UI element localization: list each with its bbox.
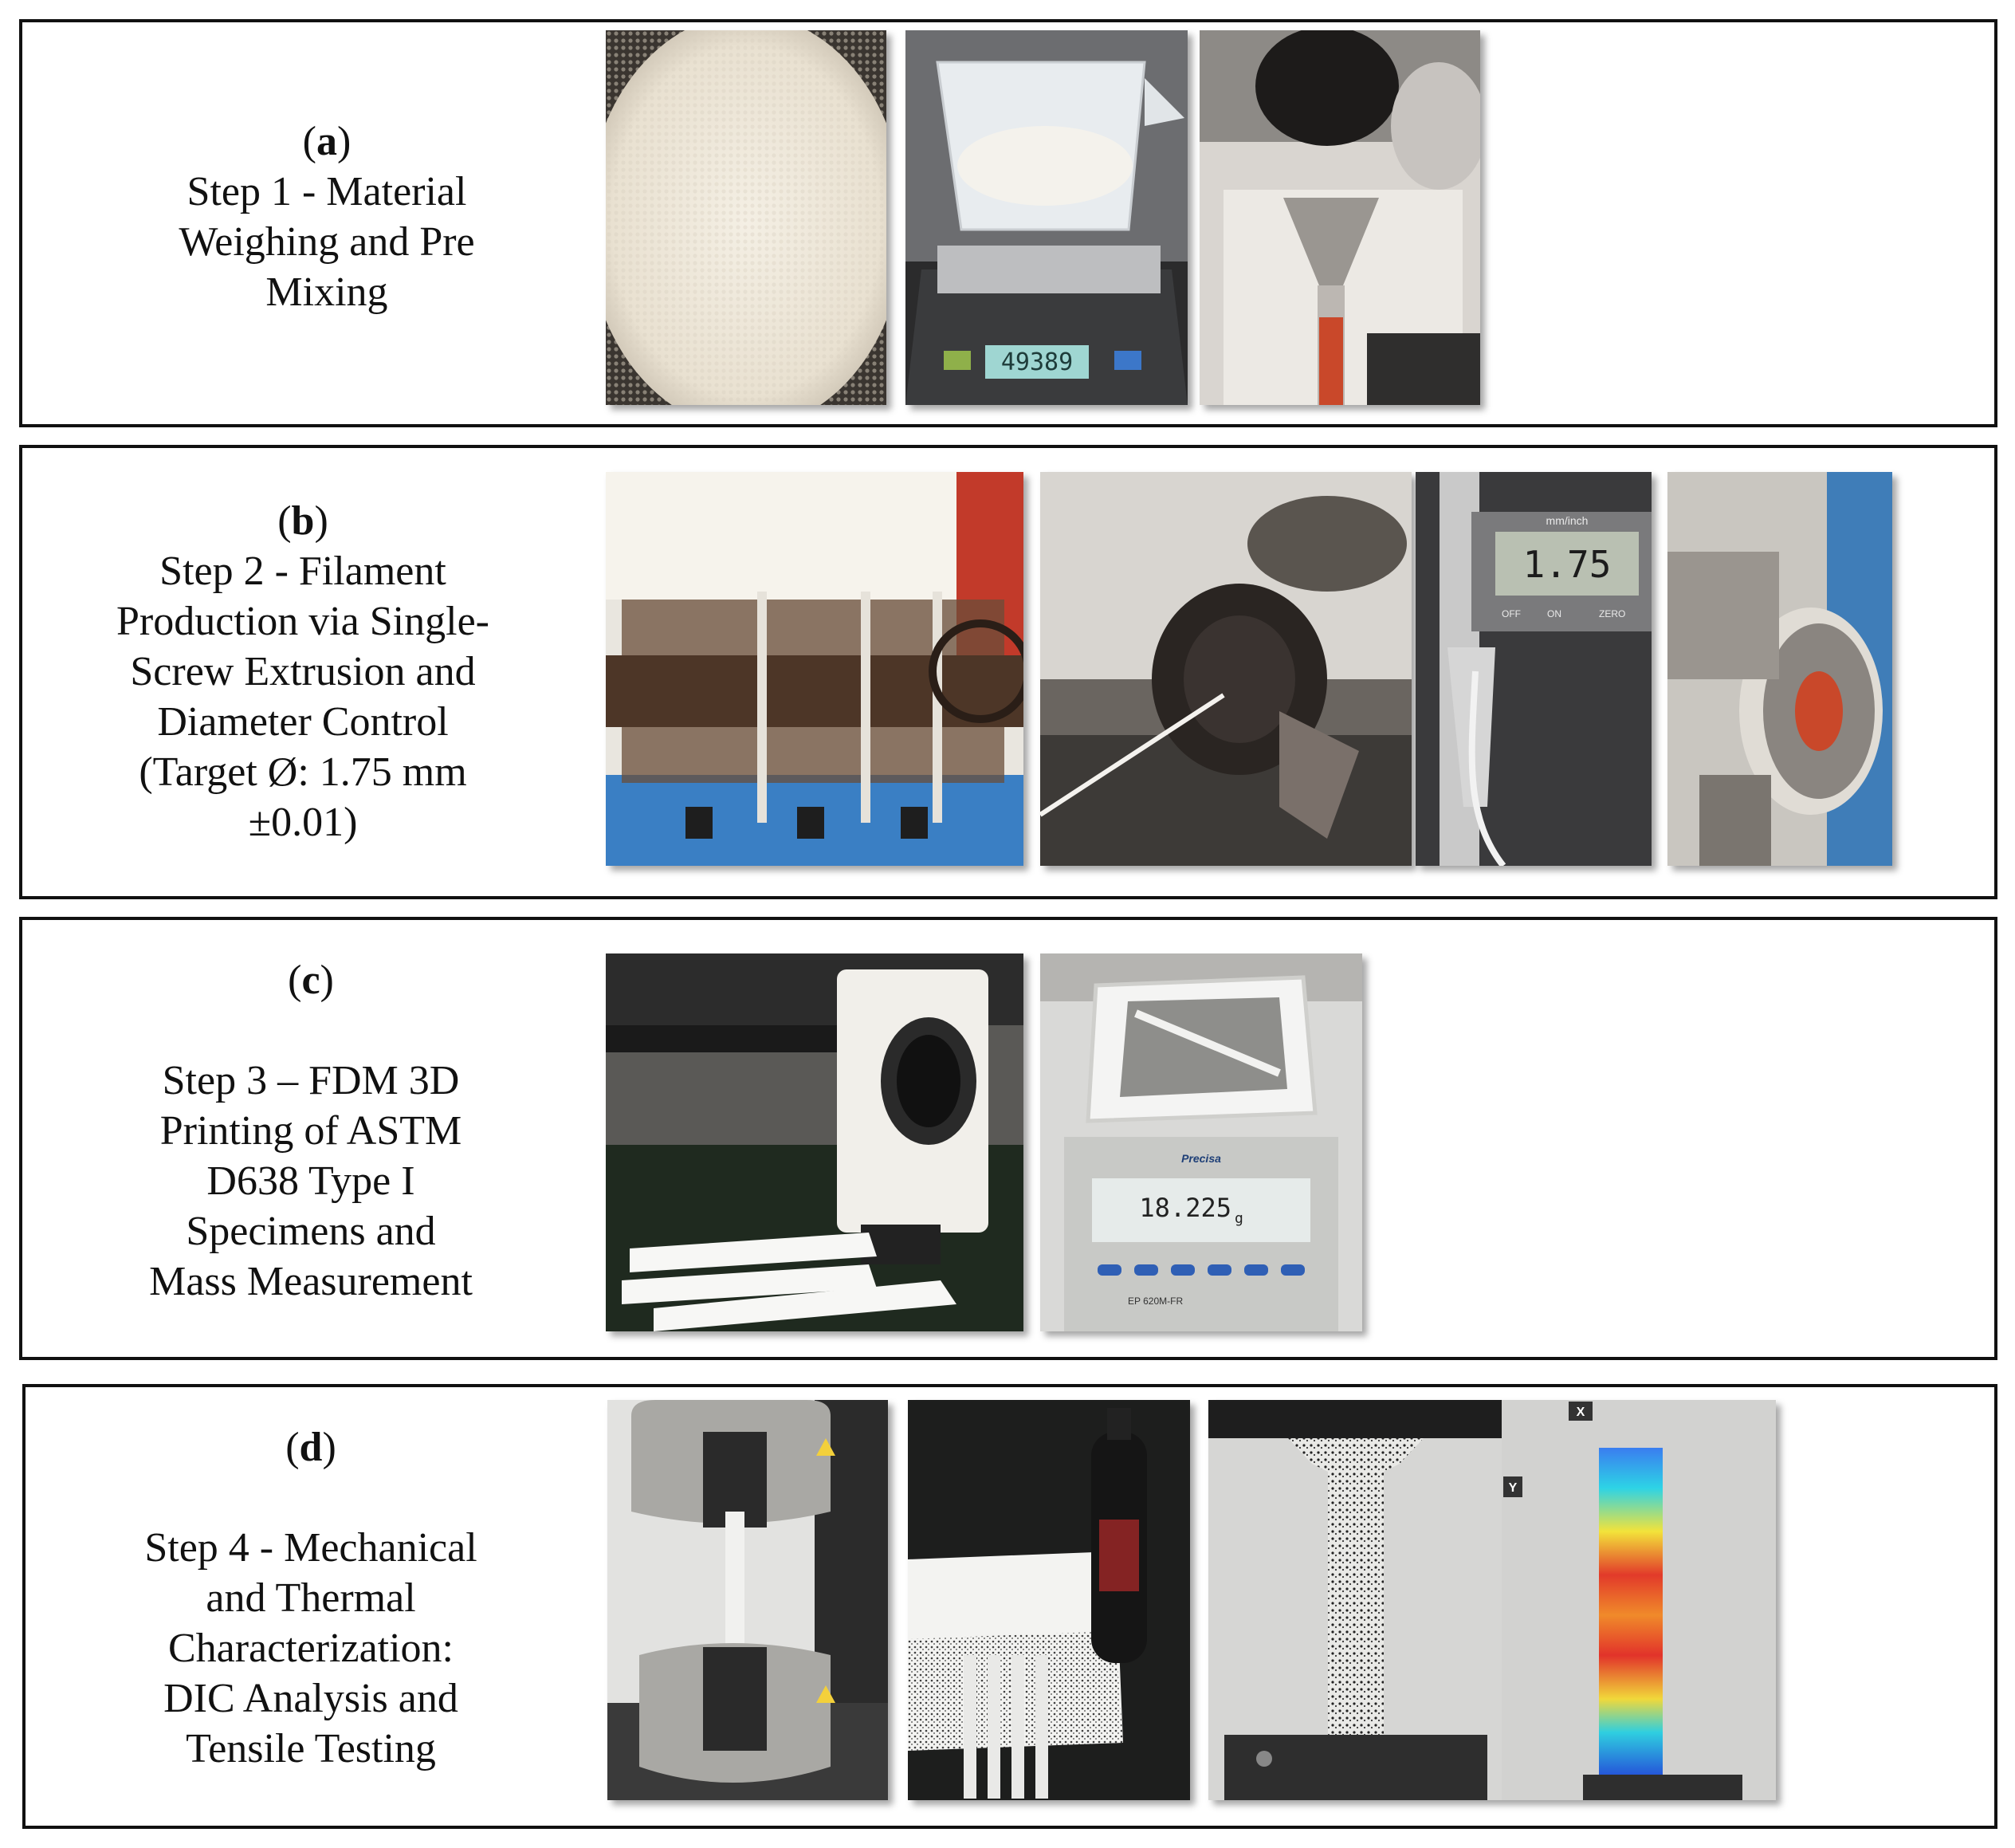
photo-tensile-testing-machine: [607, 1400, 888, 1800]
panel-d-line-2: and Thermal: [206, 1575, 416, 1621]
panel-c-tag: c: [301, 957, 320, 1003]
panel-b-caption: (b) Step 2 - Filament Production via Sin…: [56, 496, 550, 847]
scale-reading: 49389: [1001, 348, 1073, 376]
panel-d-line-5: Tensile Testing: [186, 1726, 436, 1771]
panel-b-line-2: Production via Single-: [116, 599, 489, 644]
panel-d-tag: d: [299, 1425, 323, 1470]
caliper-on-label: ON: [1547, 608, 1561, 619]
photo-polymer-pellets: [606, 30, 886, 405]
panel-a-caption: (a) Step 1 - Material Weighing and Pre M…: [96, 116, 558, 317]
caliper-off-label: OFF: [1502, 608, 1521, 619]
photo-filament-spool-winder: [1667, 472, 1892, 866]
photo-single-screw-extruder: [606, 472, 1023, 866]
panel-b-line-3: Screw Extrusion and: [130, 649, 476, 694]
panel-d-line-4: DIC Analysis and: [163, 1676, 458, 1721]
photo-dic-strain-analysis: X Y: [1208, 1400, 1776, 1800]
photo-fdm-3d-printer: [606, 953, 1023, 1331]
caliper-reading: 1.75: [1523, 543, 1612, 586]
panel-d-caption: (d) Step 4 - Mechanical and Thermal Char…: [80, 1422, 542, 1774]
panel-c-line-2: Printing of ASTM: [159, 1108, 462, 1154]
panel-c-caption: (c) Step 3 – FDM 3D Printing of ASTM D63…: [80, 955, 542, 1307]
photo-digital-caliper: 1.75 mm/inch OFF ON ZERO: [1416, 472, 1652, 866]
photo-analytical-balance: Precisa 18.225 g EP 620M-FR: [1040, 953, 1362, 1331]
panel-c-line-4: Specimens and: [186, 1209, 436, 1254]
panel-a-tag: a: [316, 119, 337, 164]
panel-d-line-3: Characterization:: [167, 1626, 454, 1671]
balance-brand: Precisa: [1181, 1152, 1221, 1165]
panel-c-line-5: Mass Measurement: [149, 1259, 473, 1304]
caliper-unit-label: mm/inch: [1546, 514, 1589, 527]
caliper-zero-label: ZERO: [1599, 608, 1625, 619]
dic-axis-x-label: X: [1577, 1406, 1585, 1419]
panel-b-line-5: (Target Ø: 1.75 mm: [139, 749, 467, 795]
photo-extruder-hopper: [1200, 30, 1480, 405]
panel-a-line-1: Step 1 - Material: [187, 169, 467, 214]
balance-model: EP 620M-FR: [1128, 1296, 1183, 1307]
panel-b-tag: b: [291, 498, 315, 544]
panel-d-line-1: Step 4 - Mechanical: [144, 1525, 477, 1571]
panel-a-line-2: Weighing and Pre: [179, 219, 475, 265]
panel-b-line-6: ±0.01): [248, 800, 358, 845]
balance-unit: g: [1235, 1210, 1243, 1227]
panel-c-line-3: D638 Type I: [206, 1158, 415, 1204]
panel-b-line-1: Step 2 - Filament: [159, 549, 446, 594]
panel-b-line-4: Diameter Control: [157, 699, 449, 745]
balance-reading: 18.225: [1139, 1193, 1231, 1223]
photo-weighing-scale: 49389: [905, 30, 1188, 405]
panel-a-line-3: Mixing: [265, 269, 388, 315]
photo-speckle-pattern-spray: [908, 1400, 1190, 1800]
panel-c-line-1: Step 3 – FDM 3D: [162, 1058, 460, 1103]
photo-extrusion-die: [1040, 472, 1412, 866]
dic-axis-y-label: Y: [1509, 1481, 1518, 1495]
